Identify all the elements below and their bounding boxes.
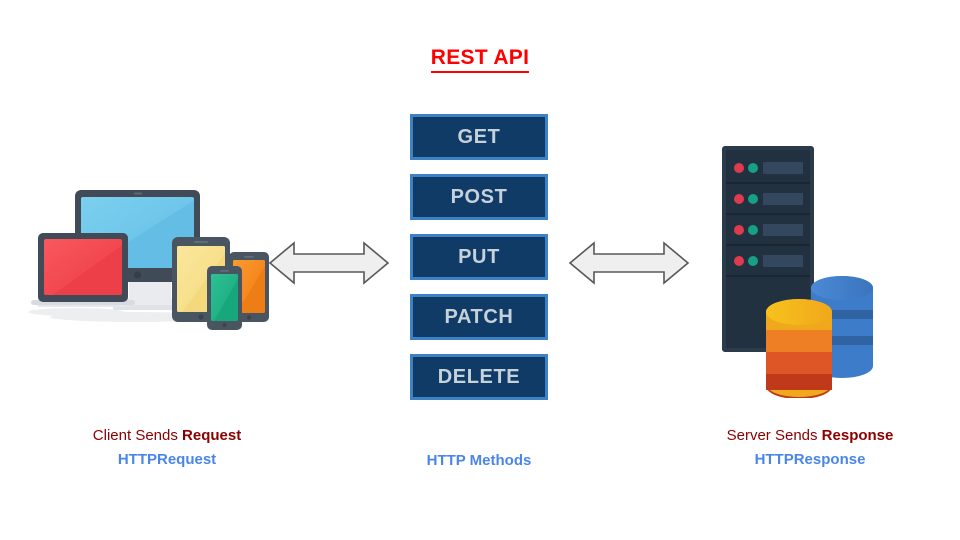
methods-caption: HTTP Methods [380, 450, 578, 472]
smartphone-green-icon [207, 266, 242, 330]
http-methods-list: GET POST PUT PATCH DELETE [410, 114, 548, 400]
server-rack-row [726, 255, 810, 277]
method-button-get[interactable]: GET [410, 114, 548, 160]
method-button-delete[interactable]: DELETE [410, 354, 548, 400]
client-caption-line1: Client Sends Request [17, 426, 317, 446]
method-button-put[interactable]: PUT [410, 234, 548, 280]
client-caption-strong: Request [182, 427, 242, 444]
method-button-post[interactable]: POST [410, 174, 548, 220]
server-rack-row [726, 162, 810, 184]
client-devices-illustration [24, 178, 272, 330]
server-caption-strong: Response [821, 427, 894, 444]
page-title: REST API [0, 46, 960, 73]
client-to-api-arrow [268, 240, 390, 286]
method-button-patch[interactable]: PATCH [410, 294, 548, 340]
server-rack-row [726, 193, 810, 215]
client-caption: Client Sends Request HTTPRequest [17, 426, 317, 471]
server-caption-sub: HTTPResponse [754, 451, 866, 468]
server-caption-line1: Server Sends Response [660, 426, 960, 446]
server-caption: Server Sends Response HTTPResponse [660, 426, 960, 471]
database-orange-icon [766, 299, 832, 399]
client-caption-sub: HTTPRequest [117, 451, 217, 468]
laptop-icon [31, 233, 135, 307]
server-illustration [704, 140, 914, 399]
api-to-server-arrow [568, 240, 690, 286]
device-shadow [28, 308, 124, 316]
server-caption-prefix: Server Sends [726, 427, 822, 444]
page-title-text: REST API [430, 46, 530, 73]
client-caption-prefix: Client Sends [92, 427, 183, 444]
server-rack-row [726, 224, 810, 246]
methods-caption-label: HTTP Methods [426, 452, 532, 469]
